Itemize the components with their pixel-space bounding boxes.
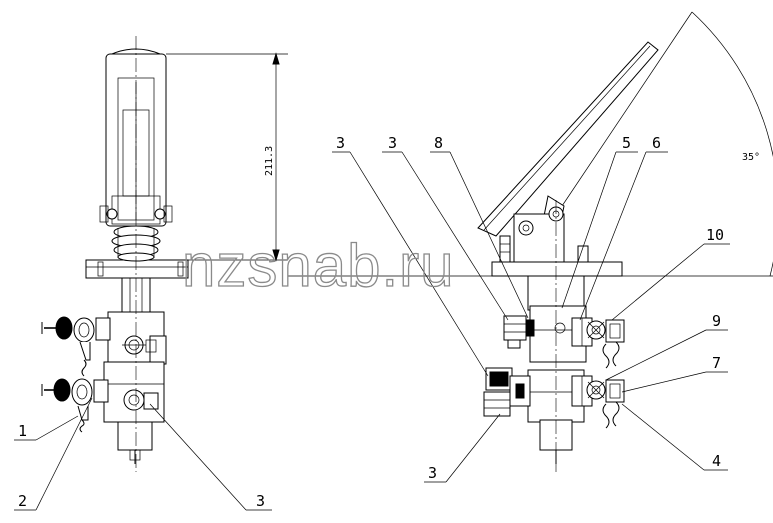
callout-6: 6	[652, 134, 661, 152]
callout-10: 10	[706, 226, 724, 244]
angle-arc	[691, 11, 773, 277]
callout-3-top-b: 3	[388, 134, 397, 152]
watermark-text: nzsnab.ru	[182, 232, 455, 299]
pedal-arm	[477, 11, 693, 241]
callout-7: 7	[712, 354, 721, 372]
callout-8: 8	[434, 134, 443, 152]
right-base-plate	[491, 261, 623, 277]
upper-knob-assembly	[41, 316, 111, 377]
callout-4: 4	[712, 452, 721, 470]
callouts: 1 2 3 3 3 8 5 6 10 9	[14, 134, 730, 511]
callout-3-left: 3	[256, 492, 265, 510]
upper-right-valve	[571, 317, 625, 369]
right-view: 35°	[288, 11, 773, 472]
lower-right-valve	[571, 375, 625, 429]
upper-left-fitting	[503, 315, 535, 349]
height-dimension-text: 211.3	[264, 146, 275, 176]
angle-dimension-text: 35°	[742, 152, 760, 163]
callout-5: 5	[622, 134, 631, 152]
lower-knob-assembly	[41, 378, 109, 433]
callout-3-top-a: 3	[336, 134, 345, 152]
left-view: 211.3	[41, 36, 288, 472]
callout-2: 2	[18, 492, 27, 510]
left-base-plate	[85, 259, 189, 279]
callout-1: 1	[18, 422, 27, 440]
height-dimension: 211.3	[166, 52, 288, 262]
callout-9: 9	[712, 312, 721, 330]
callout-3-bottom: 3	[428, 464, 437, 482]
lower-left-fitting	[483, 367, 531, 417]
